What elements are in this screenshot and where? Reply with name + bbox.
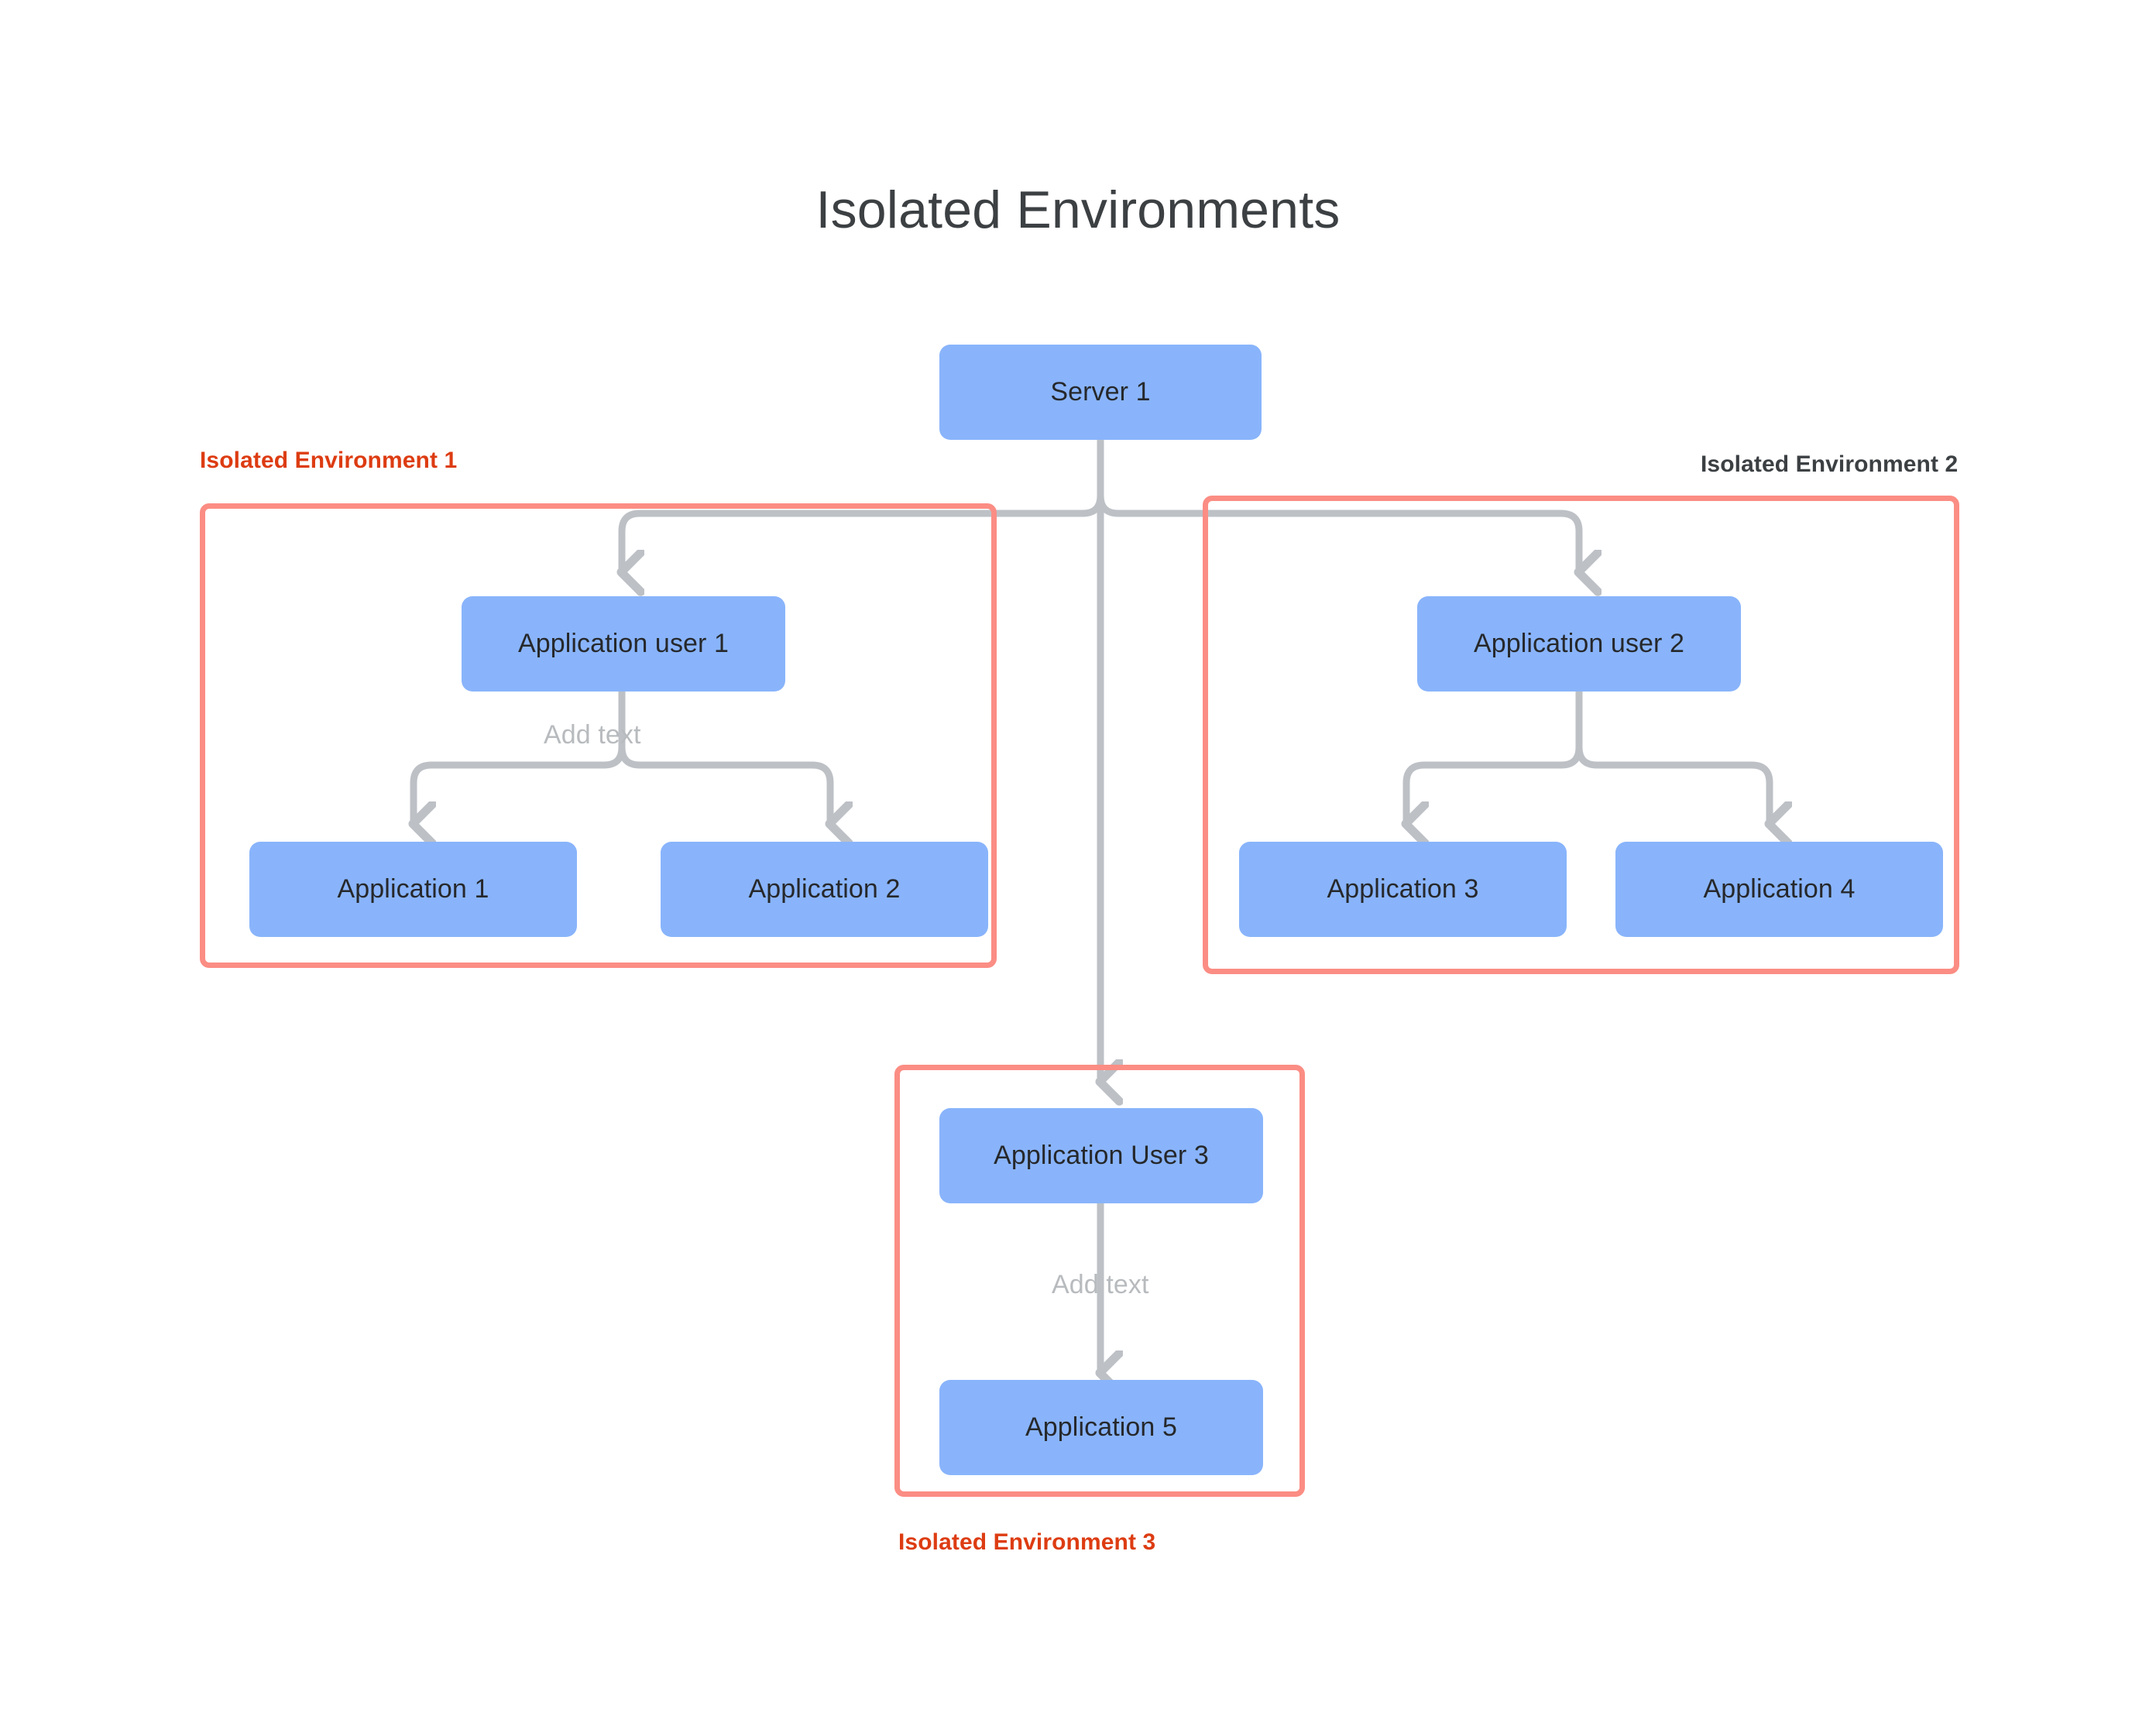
- page-title: Isolated Environments: [815, 180, 1341, 239]
- edge-label-env3-add-text[interactable]: Add text: [1052, 1270, 1149, 1299]
- node-application-4[interactable]: Application 4: [1615, 842, 1943, 937]
- node-application-user-3[interactable]: Application User 3: [939, 1108, 1263, 1203]
- node-application-5[interactable]: Application 5: [939, 1380, 1263, 1475]
- node-application-user-2[interactable]: Application user 2: [1417, 596, 1741, 691]
- node-application-3[interactable]: Application 3: [1239, 842, 1567, 937]
- node-application-1[interactable]: Application 1: [249, 842, 577, 937]
- edge-label-env1-add-text[interactable]: Add text: [544, 720, 641, 750]
- env-group-1[interactable]: [200, 503, 997, 968]
- env-label-1: Isolated Environment 1: [200, 448, 458, 473]
- env-label-3: Isolated Environment 3: [898, 1529, 1156, 1555]
- node-application-user-1[interactable]: Application user 1: [462, 596, 785, 691]
- node-application-2[interactable]: Application 2: [661, 842, 988, 937]
- env-group-2[interactable]: [1203, 496, 1959, 974]
- env-label-2: Isolated Environment 2: [1701, 451, 1959, 477]
- env-group-3[interactable]: [894, 1065, 1305, 1497]
- node-server-1[interactable]: Server 1: [939, 345, 1262, 440]
